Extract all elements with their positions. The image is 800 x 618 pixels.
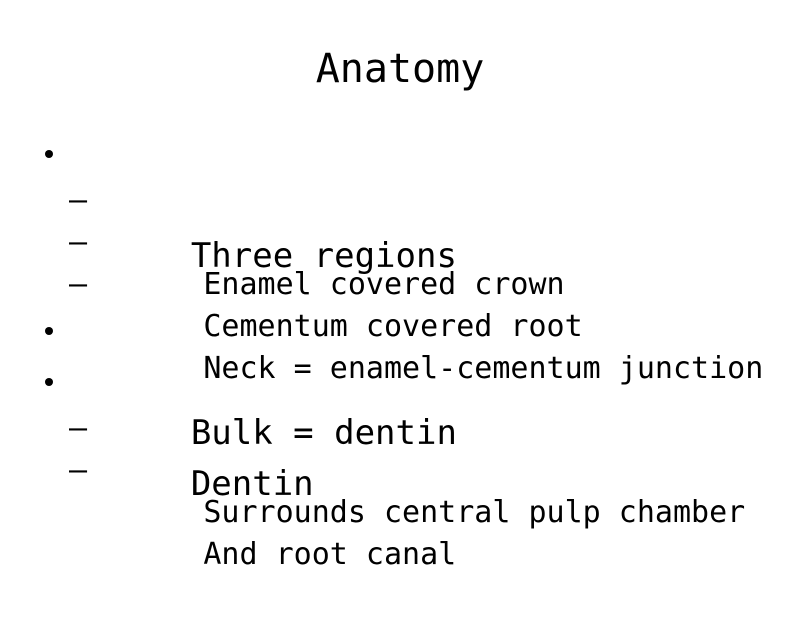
list-item: Dentin [0, 357, 800, 504]
list-item-label: Neck = enamel-cementum junction [203, 351, 764, 386]
list-item: Three regions [0, 129, 800, 276]
list-item-label: Dentin [190, 464, 314, 504]
dash-icon: – [69, 225, 88, 260]
slide-body-list: Three regions – Enamel covered crown – C… [0, 129, 800, 572]
dash-icon: – [69, 411, 88, 446]
slide-canvas: Anatomy Three regions – Enamel covered c… [0, 46, 800, 572]
list-item: – Cementum covered root [0, 222, 800, 344]
dash-icon: – [69, 267, 88, 302]
list-item-label: Three regions [190, 236, 457, 276]
list-item: – And root canal [0, 450, 800, 572]
list-item: Bulk = dentin [0, 306, 800, 453]
bullet-dot-icon [45, 357, 59, 408]
list-item-label: Surrounds central pulp chamber [203, 495, 746, 530]
list-item-label: Bulk = dentin [190, 413, 457, 453]
dash-icon: – [69, 183, 88, 218]
bullet-dot-icon [45, 129, 59, 180]
list-item-label: Cementum covered root [203, 309, 583, 344]
bullet-dot-icon [45, 306, 59, 357]
slide-title: Anatomy [315, 46, 485, 92]
list-item: – Neck = enamel-cementum junction [0, 264, 800, 386]
list-item-label: And root canal [203, 537, 457, 572]
list-item: – Surrounds central pulp chamber [0, 408, 800, 530]
list-item: – Enamel covered crown [0, 180, 800, 302]
list-item-label: Enamel covered crown [203, 267, 565, 302]
dash-icon: – [69, 453, 88, 488]
